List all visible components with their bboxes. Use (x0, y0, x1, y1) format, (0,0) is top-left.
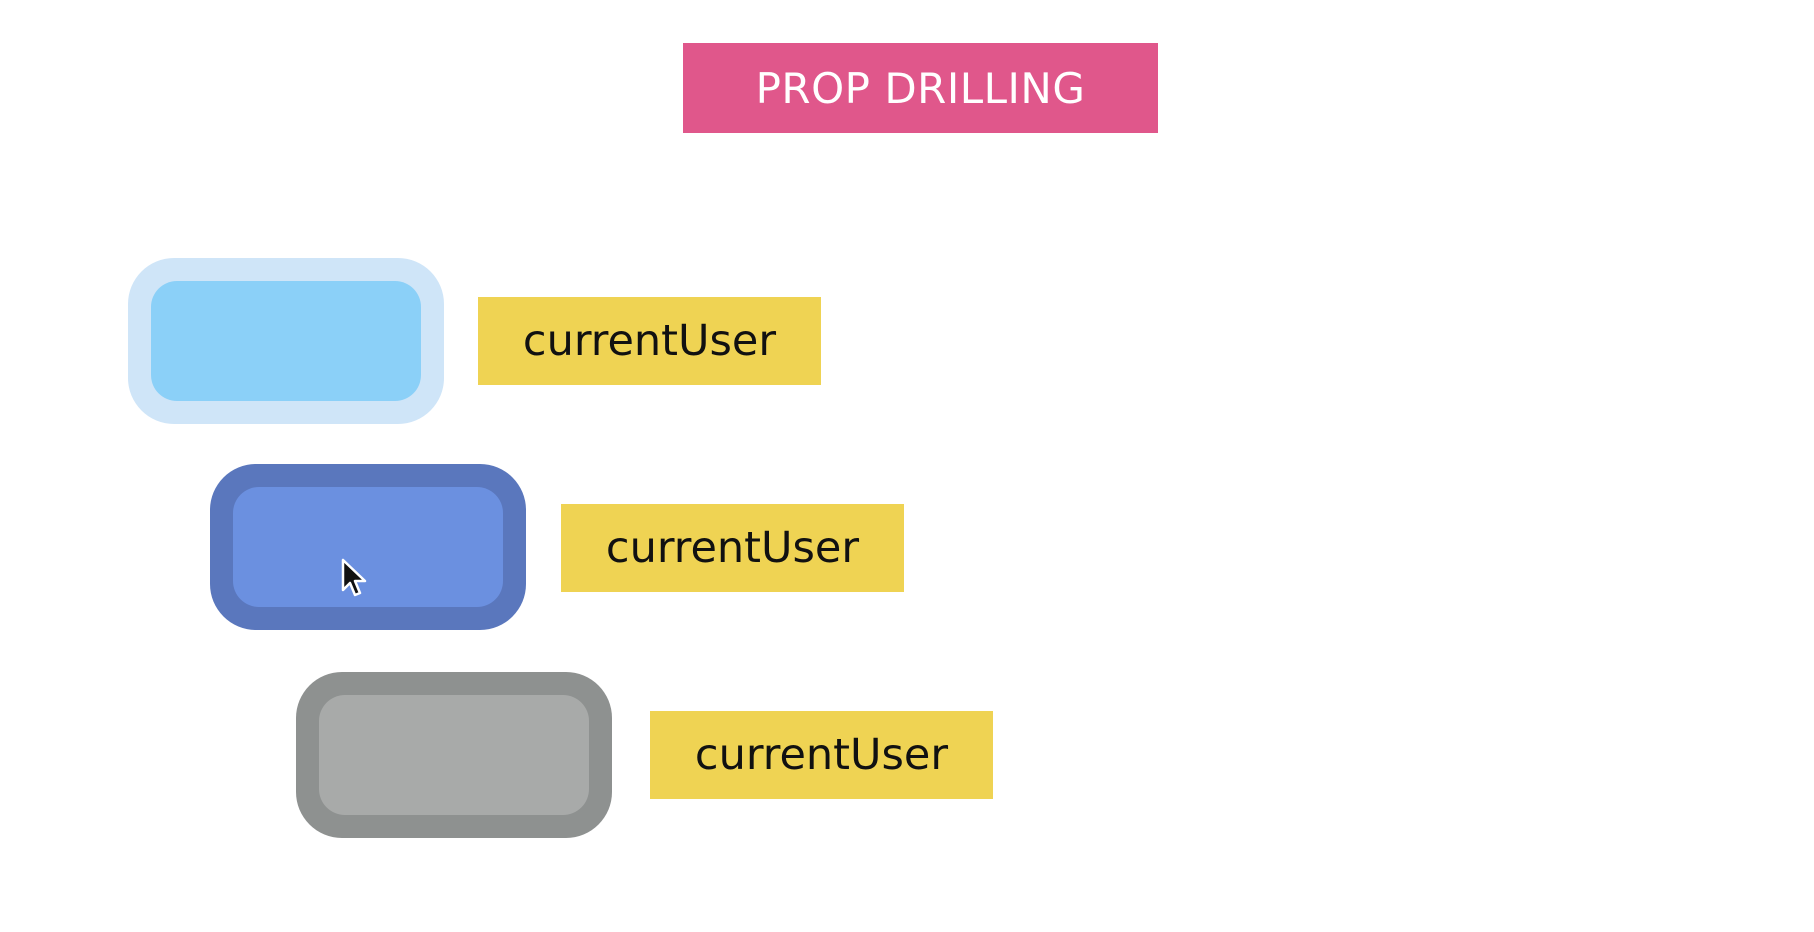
prop-label-3-text: currentUser (694, 730, 949, 780)
component-box-1 (128, 258, 444, 424)
diagram-title-text: PROP DRILLING (755, 63, 1086, 113)
component-box-2-inner (233, 487, 503, 607)
prop-label-1-text: currentUser (522, 316, 777, 366)
diagram-title: PROP DRILLING (683, 43, 1158, 133)
prop-label-1: currentUser (478, 297, 821, 385)
component-box-1-inner (151, 281, 421, 401)
prop-label-2-text: currentUser (605, 523, 860, 573)
prop-label-3: currentUser (650, 711, 993, 799)
prop-label-2: currentUser (561, 504, 904, 592)
mouse-pointer-icon (341, 558, 367, 597)
component-box-3-inner (319, 695, 589, 815)
component-box-2 (210, 464, 526, 630)
component-box-3 (296, 672, 612, 838)
